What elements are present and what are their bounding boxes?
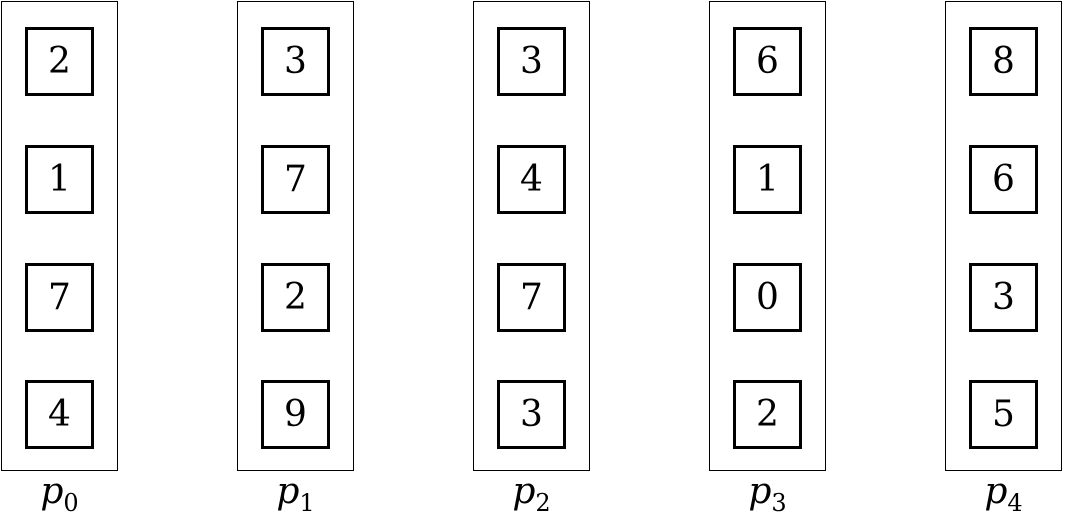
processor-var: p [748, 471, 772, 512]
processor-index: 4 [1007, 489, 1023, 517]
value-cell: 3 [261, 27, 330, 96]
processor-var: p [984, 471, 1008, 512]
value-cell: 2 [25, 27, 94, 96]
value-cell: 1 [25, 145, 94, 214]
value-cell: 3 [969, 263, 1038, 332]
value-cell: 9 [261, 380, 330, 449]
processor-index: 3 [771, 489, 787, 517]
processor-column-p3: 6 1 0 2 [709, 1, 826, 471]
processor-column-p2: 3 4 7 3 [473, 1, 590, 471]
processor-label-p3: p3 [709, 471, 826, 517]
processor-column-p0: 2 1 7 4 [1, 1, 118, 471]
value-cell: 1 [733, 145, 802, 214]
value-cell: 3 [497, 380, 566, 449]
value-cell: 8 [969, 27, 1038, 96]
processor-index: 1 [299, 489, 315, 517]
processor-label-p0: p0 [1, 471, 118, 517]
value-cell: 3 [497, 27, 566, 96]
value-cell: 2 [261, 263, 330, 332]
processor-label-p2: p2 [473, 471, 590, 517]
processor-label-p1: p1 [237, 471, 354, 517]
value-cell: 4 [497, 145, 566, 214]
value-cell: 7 [261, 145, 330, 214]
value-cell: 5 [969, 380, 1038, 449]
value-cell: 6 [733, 27, 802, 96]
processor-column-p1: 3 7 2 9 [237, 1, 354, 471]
value-cell: 0 [733, 263, 802, 332]
value-cell: 7 [497, 263, 566, 332]
value-cell: 4 [25, 380, 94, 449]
processor-index: 0 [63, 489, 79, 517]
processor-var: p [40, 471, 64, 512]
processor-column-p4: 8 6 3 5 [945, 1, 1062, 471]
processor-var: p [512, 471, 536, 512]
processor-label-p4: p4 [945, 471, 1062, 517]
value-cell: 7 [25, 263, 94, 332]
value-cell: 2 [733, 380, 802, 449]
value-cell: 6 [969, 145, 1038, 214]
processor-index: 2 [535, 489, 551, 517]
processor-var: p [276, 471, 300, 512]
